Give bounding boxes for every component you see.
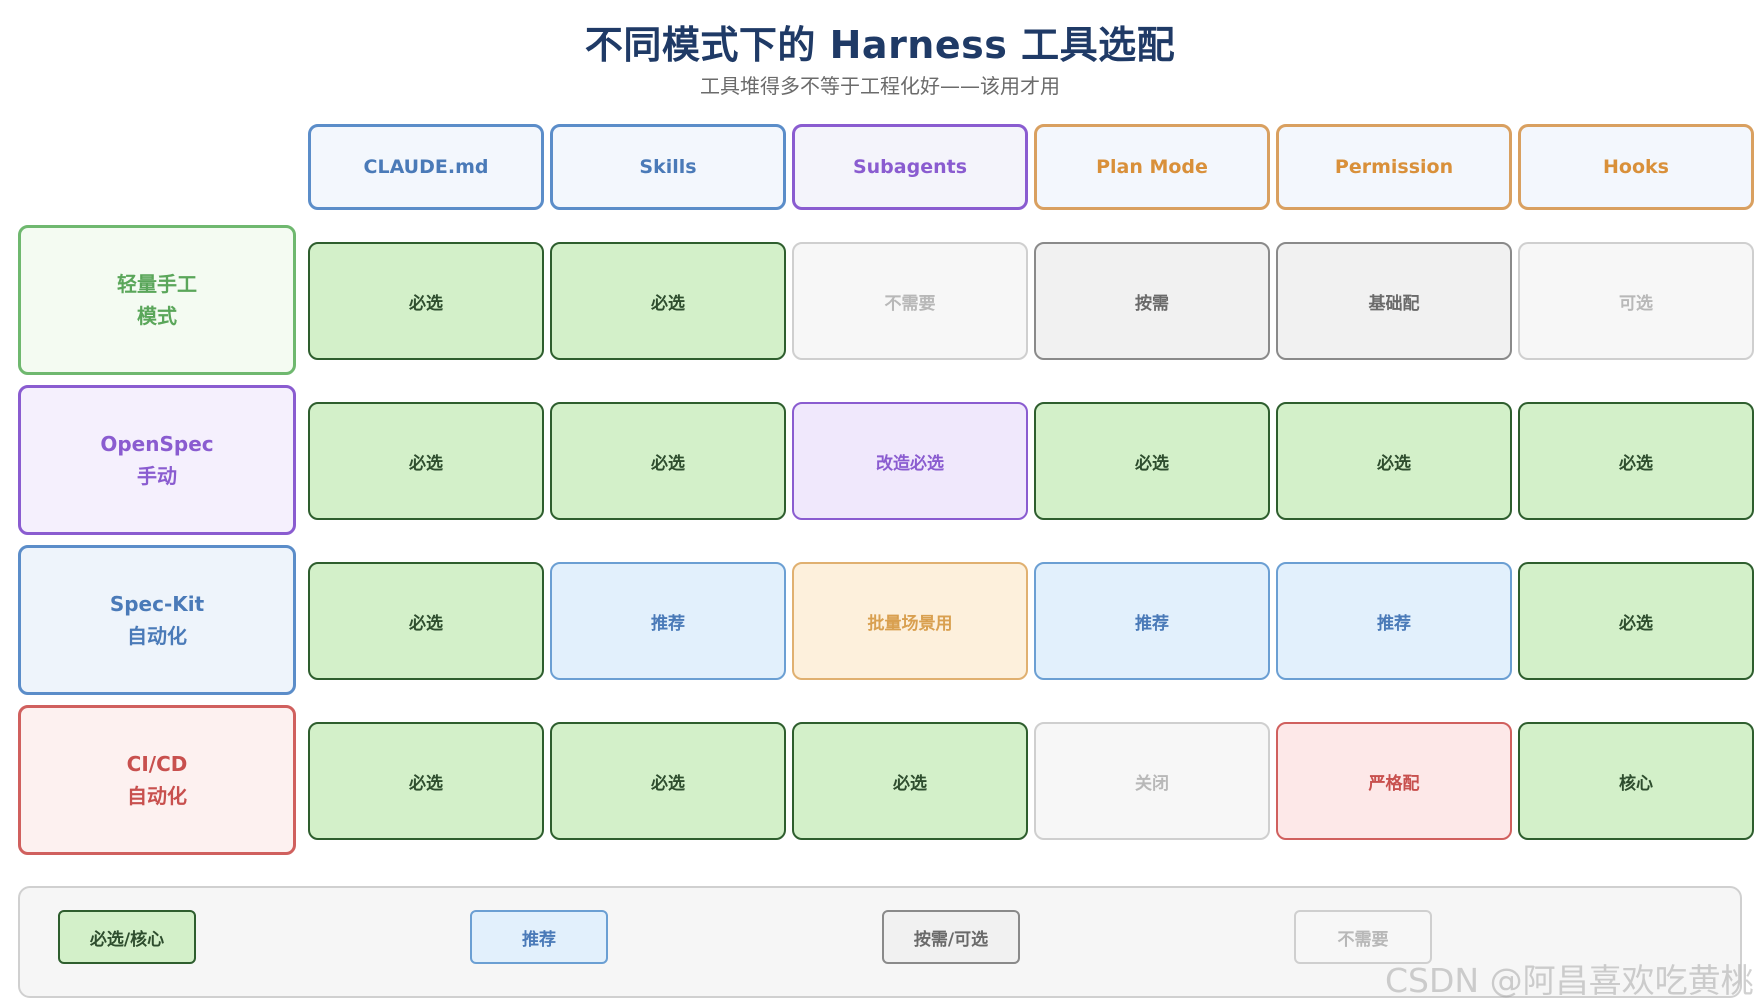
watermark: CSDN @阿昌喜欢吃黄桃: [1385, 961, 1754, 1000]
legend-panel: [18, 886, 1742, 998]
legend-item: 必选/核心: [58, 910, 196, 964]
matrix-cell: 必选: [308, 402, 544, 520]
matrix-cell: 必选: [550, 402, 786, 520]
matrix-cell: 不需要: [792, 242, 1028, 360]
column-header-subagents: Subagents: [792, 124, 1028, 210]
matrix-cell: 批量场景用: [792, 562, 1028, 680]
matrix-cell: 必选: [1518, 402, 1754, 520]
row-label-line2: 模式: [137, 304, 177, 328]
matrix-cell: 关闭: [1034, 722, 1270, 840]
row-label-line1: CI/CD: [126, 752, 188, 776]
legend-item: 不需要: [1294, 910, 1432, 964]
matrix-cell: 严格配: [1276, 722, 1512, 840]
matrix-cell: 必选: [1276, 402, 1512, 520]
matrix-cell: 推荐: [1034, 562, 1270, 680]
matrix-cell: 按需: [1034, 242, 1270, 360]
row-label-1: OpenSpec 手动: [18, 385, 296, 535]
matrix-cell: 必选: [1518, 562, 1754, 680]
row-label-0: 轻量手工模式: [18, 225, 296, 375]
matrix-cell: 必选: [792, 722, 1028, 840]
column-header-skills: Skills: [550, 124, 786, 210]
matrix-cell: 必选: [550, 722, 786, 840]
diagram-title: 不同模式下的 Harness 工具选配: [584, 23, 1176, 67]
matrix-cell: 必选: [308, 722, 544, 840]
matrix-cell: 必选: [1034, 402, 1270, 520]
legend-item: 按需/可选: [882, 910, 1020, 964]
matrix-cell: 推荐: [550, 562, 786, 680]
row-label-line1: 轻量手工: [117, 272, 197, 296]
column-header-hooks: Hooks: [1518, 124, 1754, 210]
matrix-cell: 可选: [1518, 242, 1754, 360]
matrix-cell: 改造必选: [792, 402, 1028, 520]
matrix-cell: 必选: [308, 242, 544, 360]
matrix-cell: 必选: [550, 242, 786, 360]
row-label-line1: OpenSpec: [100, 432, 214, 456]
matrix-cell: 必选: [308, 562, 544, 680]
row-label-2: Spec-Kit 自动化: [18, 545, 296, 695]
column-header-plan-mode: Plan Mode: [1034, 124, 1270, 210]
column-header-claude-md: CLAUDE.md: [308, 124, 544, 210]
legend-item: 推荐: [470, 910, 608, 964]
column-header-permission: Permission: [1276, 124, 1512, 210]
row-label-line2: 自动化: [127, 624, 187, 648]
matrix-cell: 推荐: [1276, 562, 1512, 680]
matrix-cell: 核心: [1518, 722, 1754, 840]
row-label-line2: 手动: [137, 464, 177, 488]
row-label-line1: Spec-Kit: [109, 592, 205, 616]
row-label-3: CI/CD 自动化: [18, 705, 296, 855]
row-label-line2: 自动化: [127, 784, 187, 808]
matrix-cell: 基础配: [1276, 242, 1512, 360]
diagram-subtitle: 工具堆得多不等于工程化好——该用才用: [700, 74, 1060, 98]
